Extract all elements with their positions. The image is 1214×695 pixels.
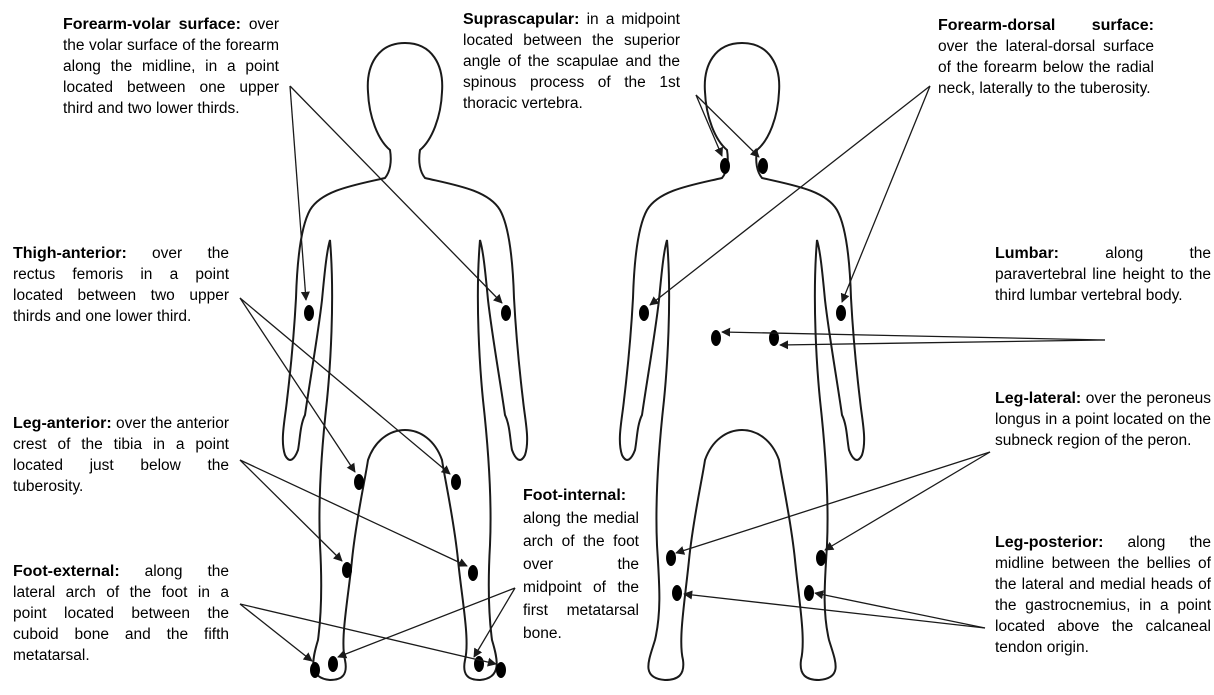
label-foot-external-title: Foot-external: (13, 563, 120, 580)
arrow-leg-lateral-right (825, 452, 990, 550)
marker-leg-anterior-right (468, 565, 478, 581)
marker-leg-lateral-left (666, 550, 676, 566)
label-lumbar-title: Lumbar: (995, 245, 1059, 262)
label-forearm-volar-title: Forearm-volar surface: (63, 16, 241, 33)
label-foot-internal-text: along the medial arch of the foot over t… (523, 510, 639, 642)
arrow-lumbar-right (780, 340, 1105, 345)
pointer-arrows (240, 86, 1105, 664)
back-body-outline (620, 43, 864, 680)
label-foot-external: Foot-external: along the lateral arch of… (13, 561, 229, 666)
label-thigh-anterior-title: Thigh-anterior: (13, 245, 127, 262)
marker-leg-posterior-left (672, 585, 682, 601)
label-leg-anterior-title: Leg-anterior: (13, 415, 112, 432)
label-leg-lateral: Leg-lateral: over the peroneus longus in… (995, 388, 1211, 451)
marker-forearm-dorsal-right (836, 305, 846, 321)
marker-lumbar-left (711, 330, 721, 346)
marker-suprascapular-left (720, 158, 730, 174)
arrow-forearm-dorsal-left (650, 86, 930, 305)
marker-forearm-volar-right (501, 305, 511, 321)
marker-leg-anterior-left (342, 562, 352, 578)
arrow-forearm-volar-right (290, 86, 502, 303)
marker-foot-left-inner (328, 656, 338, 672)
arrow-leg-anterior-left (240, 460, 342, 561)
marker-thigh-left (354, 474, 364, 490)
marker-suprascapular-right (758, 158, 768, 174)
arrow-lumbar-left (722, 332, 1105, 340)
label-forearm-dorsal-text: over the lateral-dorsal surface of the f… (938, 38, 1154, 97)
arrow-suprascapular-left (696, 95, 722, 156)
label-leg-posterior: Leg-posterior: along the midline between… (995, 532, 1211, 658)
arrow-foot-internal-left (338, 588, 515, 657)
marker-foot-left-outer (310, 662, 320, 678)
front-body-outline (283, 43, 527, 680)
marker-leg-posterior-right (804, 585, 814, 601)
label-suprascapular: Suprascapular: in a midpoint located bet… (463, 9, 680, 114)
arrow-leg-posterior-right (815, 593, 985, 628)
label-lumbar: Lumbar: along the paravertebral line hei… (995, 243, 1211, 306)
marker-forearm-volar-left (304, 305, 314, 321)
marker-thigh-right (451, 474, 461, 490)
marker-forearm-dorsal-left (639, 305, 649, 321)
label-forearm-dorsal: Forearm-dorsal surface: over the lateral… (938, 15, 1154, 99)
arrow-leg-lateral-left (676, 452, 990, 553)
arrow-suprascapular-right (696, 95, 759, 157)
label-foot-internal: Foot-internal: along the medial arch of … (523, 484, 639, 645)
arrow-leg-posterior-left (684, 594, 985, 628)
arrow-forearm-dorsal-right (842, 86, 930, 302)
label-forearm-dorsal-title: Forearm-dorsal surface: (938, 17, 1154, 34)
label-thigh-anterior: Thigh-anterior: over the rectus femoris … (13, 243, 229, 327)
arrow-thigh-left (240, 298, 355, 472)
label-leg-lateral-title: Leg-lateral: (995, 390, 1081, 407)
label-foot-internal-title: Foot-internal: (523, 487, 626, 504)
arrow-thigh-right (240, 298, 450, 474)
label-leg-posterior-text: along the midline between the bellies of… (995, 534, 1211, 656)
label-forearm-volar: Forearm-volar surface: over the volar su… (63, 14, 279, 119)
label-leg-posterior-title: Leg-posterior: (995, 534, 1103, 551)
marker-leg-lateral-right (816, 550, 826, 566)
marker-foot-right-outer (496, 662, 506, 678)
marker-foot-right-inner (474, 656, 484, 672)
label-leg-anterior: Leg-anterior: over the anterior crest of… (13, 413, 229, 497)
label-suprascapular-title: Suprascapular: (463, 11, 579, 28)
